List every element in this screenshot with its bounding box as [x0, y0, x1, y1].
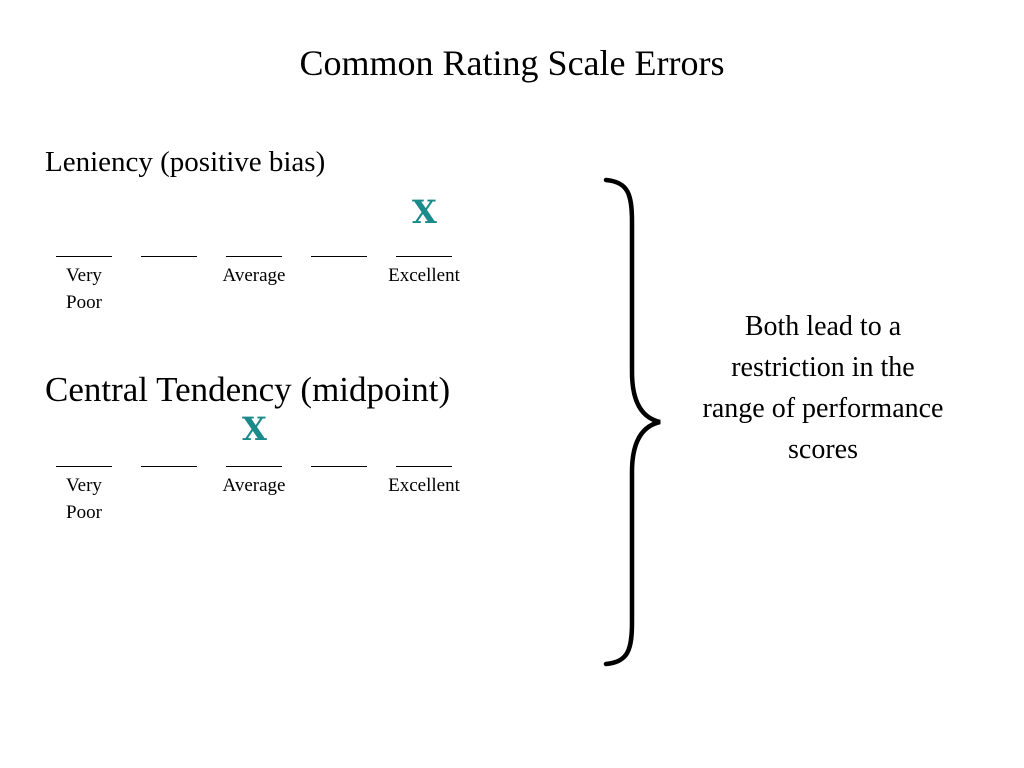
- scale-blank-1: [56, 256, 112, 257]
- scale-blank-3: [226, 466, 282, 467]
- scale-blank-1: [56, 466, 112, 467]
- central-tendency-mark: X: [242, 410, 267, 448]
- label-very-poor: Very Poor: [66, 475, 102, 523]
- scale-blank-5: [396, 256, 452, 257]
- label-average: Average: [222, 265, 286, 286]
- label-excellent: Excellent: [388, 475, 460, 496]
- slide-title: Common Rating Scale Errors: [299, 43, 725, 83]
- label-excellent: Excellent: [388, 265, 460, 286]
- scale-blank-3: [226, 256, 282, 257]
- leniency-mark: X: [412, 193, 437, 231]
- central-tendency-heading: Central Tendency (midpoint): [45, 370, 451, 409]
- scale-blank-4: [311, 466, 367, 467]
- label-very-poor: Very Poor: [66, 265, 102, 313]
- leniency-heading: Leniency (positive bias): [45, 146, 326, 178]
- central-tendency-scale: Very Poor Average Excellent: [56, 466, 460, 536]
- leniency-scale: Very Poor Average Excellent: [56, 256, 460, 326]
- summary-text: Both lead to a restriction in the range …: [702, 311, 944, 465]
- scale-blank-5: [396, 466, 452, 467]
- scale-blank-2: [141, 466, 197, 467]
- scale-blank-4: [311, 256, 367, 257]
- curly-brace-icon: [603, 177, 661, 667]
- label-average: Average: [222, 475, 286, 496]
- scale-blank-2: [141, 256, 197, 257]
